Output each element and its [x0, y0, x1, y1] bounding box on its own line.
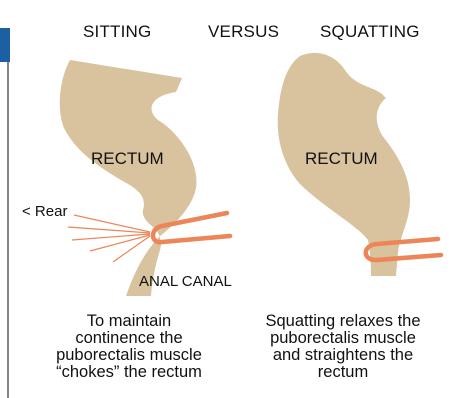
rear-label: < Rear — [22, 203, 67, 220]
sitting-caption: To maintain continence the puborectalis … — [20, 313, 238, 381]
squatting-caption: Squatting relaxes the puborectalis muscl… — [237, 313, 449, 381]
frame-corner-accent — [0, 28, 10, 62]
rectum-sitting-shape — [60, 60, 197, 296]
squatting-heading: SQUATTING — [320, 22, 420, 42]
rear-direction-lines — [68, 215, 150, 262]
anal-canal-label: ANAL CANAL — [139, 273, 232, 290]
rectum-label-sitting: RECTUM — [91, 149, 164, 169]
rectum-label-squatting: RECTUM — [305, 149, 378, 169]
versus-heading: VERSUS — [208, 22, 279, 42]
sitting-heading: SITTING — [83, 22, 151, 42]
